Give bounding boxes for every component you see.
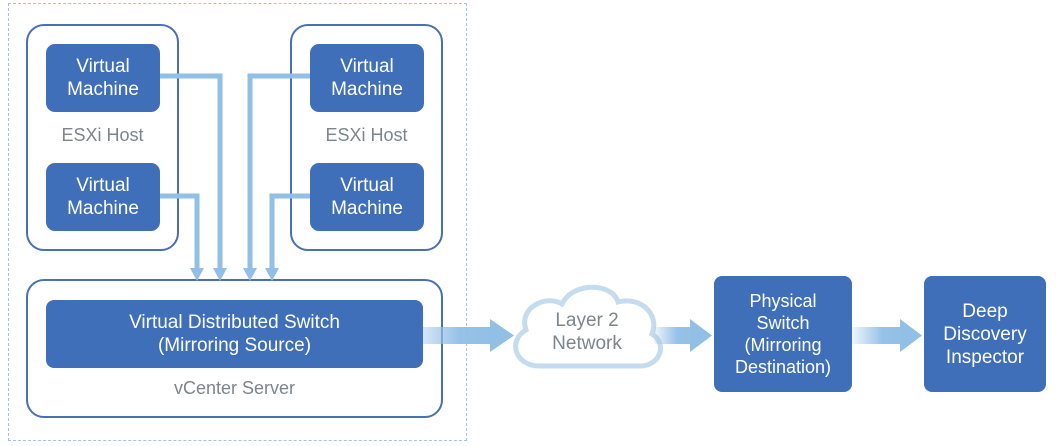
layer2-network-label: Layer 2 Network [552, 310, 622, 354]
physical-switch: Physical Switch (Mirroring Destination) [714, 276, 852, 392]
arrow-vm2-to-vds [160, 193, 200, 270]
esxi-host-label-left: ESXi Host [61, 125, 144, 145]
arrowhead-vm2 [190, 268, 204, 281]
arrowhead-vm3 [243, 268, 257, 281]
arrow-vm1-to-vds [160, 73, 223, 270]
arrow-vds-to-network-shaft [408, 327, 492, 344]
virtual-machine-right-bottom: Virtual Machine [310, 163, 424, 231]
arrow-vm4-to-vds [269, 193, 310, 270]
arrow-vm3-to-vds [247, 73, 310, 270]
arrow-switch-to-ddi-shaft [852, 327, 902, 344]
arrow-switch-to-ddi-head [900, 319, 922, 352]
virtual-machine-right-top: Virtual Machine [310, 44, 424, 112]
vsphere-boundary [8, 3, 467, 441]
esxi-host-label-right: ESXi Host [325, 125, 408, 145]
arrowhead-vm4 [265, 268, 279, 281]
arrow-vds-to-network-head [490, 319, 514, 352]
vcenter-server-label: vCenter Server [173, 378, 296, 398]
arrowhead-vm1 [213, 268, 227, 281]
virtual-machine-left-bottom: Virtual Machine [46, 163, 160, 231]
virtual-machine-left-top: Virtual Machine [46, 44, 160, 112]
virtual-distributed-switch: Virtual Distributed Switch (Mirroring So… [46, 300, 423, 368]
arrow-network-to-switch-head [690, 319, 712, 352]
arrow-network-to-switch-shaft [654, 327, 692, 344]
deep-discovery-inspector: Deep Discovery Inspector [924, 276, 1046, 392]
